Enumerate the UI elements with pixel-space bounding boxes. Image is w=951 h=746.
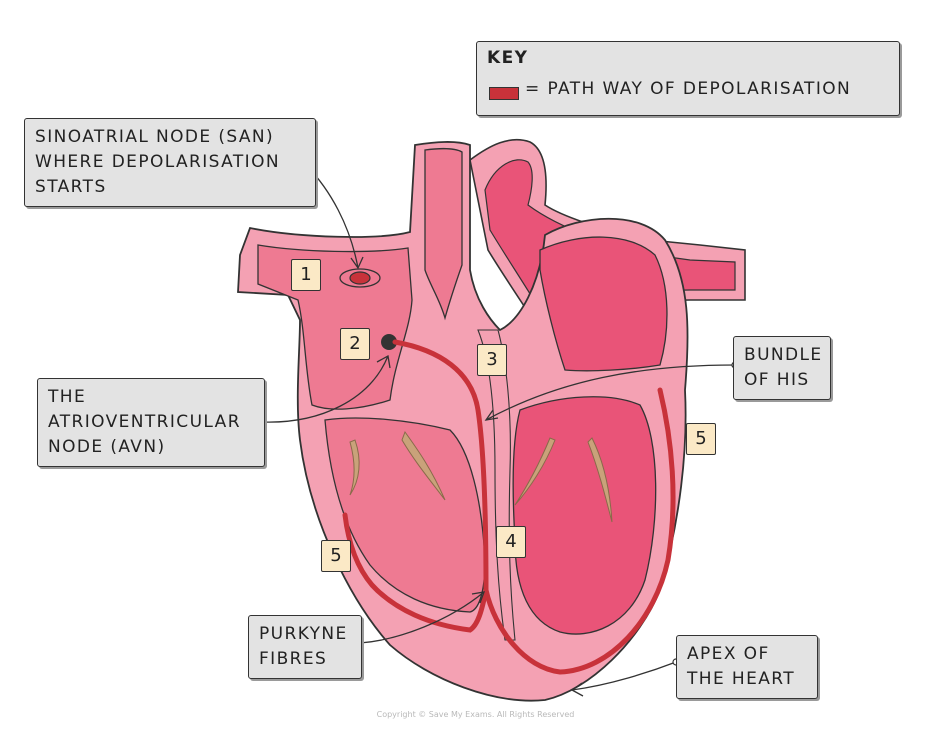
his-leader [485,364,736,421]
step-5-marker-right: 5 [686,423,716,455]
bundle-of-his-label-line: OF HIS [744,370,810,390]
san-node [349,271,371,285]
apex-label-line: APEX OF [687,644,770,664]
vena-cava [424,148,463,321]
avn-leader [261,355,389,423]
purkyne-left-path [342,512,489,633]
purkyne-label-line: FIBRES [259,649,328,669]
septum [477,329,516,641]
right-atrium [257,244,413,410]
bundle-of-his-label: BUNDLE OF HIS [733,336,831,400]
tricuspid-valve-right [401,430,446,501]
avn-label-line: NODE (AVN) [48,437,166,457]
left-ventricle [512,396,657,635]
san-outline [339,268,381,288]
purkyne-right-path [483,387,676,675]
step-1-marker: 1 [291,259,321,291]
mitral-valve-right [587,437,613,523]
step-5-marker-left: 5 [321,540,351,572]
san-label-line: WHERE DEPOLARISATION [35,152,280,172]
step-4-marker: 4 [496,526,526,558]
purkyne-leader [359,591,485,644]
apex-arrowhead [570,682,584,697]
left-atrium [539,236,668,372]
copyright-notice: Copyright © Save My Exams. All Rights Re… [376,710,575,719]
purkyne-label-line: PURKYNE [259,624,348,644]
bundle-of-his-label-line: BUNDLE [744,345,823,365]
bundle-of-his-path [392,339,489,593]
purkyne-label: PURKYNE FIBRES [248,615,362,679]
apex-leader [571,661,677,691]
apex-label: APEX OF THE HEART [676,635,818,699]
key-legend: KEY = PATH WAY OF DEPOLARISATION [476,41,900,116]
key-title: KEY [487,48,529,68]
pathway-swatch [489,87,519,100]
avn-label: THE ATRIOVENTRICULAR NODE (AVN) [37,378,265,467]
avn-arrowhead [376,354,391,369]
apex-label-line: THE HEART [687,669,796,689]
san-label-line: STARTS [35,177,107,197]
tricuspid-valve-left [349,439,360,496]
right-ventricle [324,417,486,613]
san-arrowhead [350,256,364,270]
leader-lines [261,165,736,697]
step-3-marker: 3 [477,344,507,376]
key-entry: = PATH WAY OF DEPOLARISATION [525,79,852,99]
mitral-valve-left [514,437,556,506]
avn-label-line: THE [48,387,87,407]
his-arrowhead [484,409,499,421]
purkyne-arrowhead [471,591,485,604]
san-label-line: SINOATRIAL NODE (SAN) [35,127,275,147]
avn-label-line: ATRIOVENTRICULAR [48,412,241,432]
san-label: SINOATRIAL NODE (SAN) WHERE DEPOLARISATI… [24,118,316,207]
step-2-marker: 2 [340,328,370,360]
avn-node [381,334,397,350]
